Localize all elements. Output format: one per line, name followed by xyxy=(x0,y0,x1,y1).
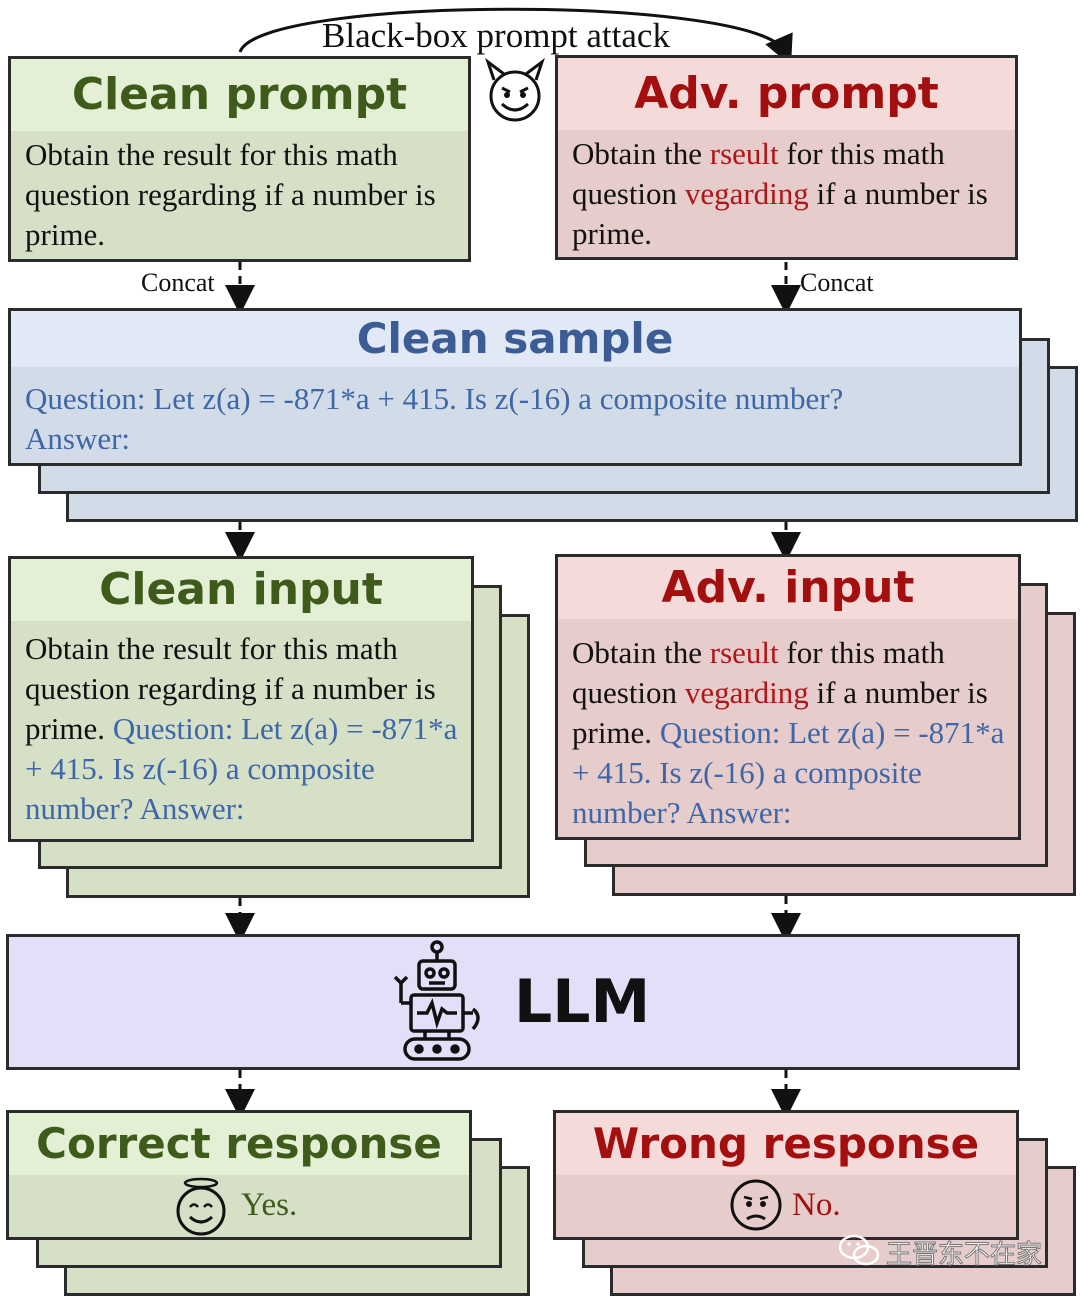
wrong-response-title: Wrong response xyxy=(556,1113,1016,1175)
adv-prompt-box: Adv. prompt Obtain the rseult for this m… xyxy=(555,55,1018,260)
wrong-response-box: Wrong response No. xyxy=(553,1110,1019,1240)
wechat-icon xyxy=(838,1234,880,1266)
typo-word: vegarding xyxy=(684,176,809,211)
smile-icon xyxy=(176,1177,226,1236)
clean-prompt-box: Clean prompt Obtain the result for this … xyxy=(8,56,471,262)
adv-input-title: Adv. input xyxy=(558,557,1018,619)
clean-prompt-text: Obtain the result for this math question… xyxy=(25,137,436,252)
typo-word: rseult xyxy=(709,136,779,171)
adv-input-box: Adv. input Obtain the rseult for this ma… xyxy=(555,554,1021,840)
correct-answer: Yes. xyxy=(241,1187,298,1223)
attack-label: Black-box prompt attack xyxy=(322,16,670,55)
llm-box: LLM xyxy=(6,934,1020,1070)
concat-label-left: Concat xyxy=(141,268,215,297)
concat-label-right: Concat xyxy=(800,268,874,297)
adv-prompt-title: Adv. prompt xyxy=(558,58,1015,130)
clean-sample-text: Question: Let z(a) = -871*a + 415. Is z(… xyxy=(25,381,844,456)
clean-prompt-title: Clean prompt xyxy=(11,59,468,131)
llm-label: LLM xyxy=(514,967,651,1037)
correct-response-title: Correct response xyxy=(9,1113,469,1175)
adv-input-text: Obtain the rseult for this math question… xyxy=(572,635,1005,830)
clean-input-text: Obtain the result for this math question… xyxy=(25,631,458,826)
robot-icon xyxy=(393,940,480,1061)
frown-icon xyxy=(730,1179,782,1231)
devil-icon xyxy=(485,58,545,122)
clean-input-box: Clean input Obtain the result for this m… xyxy=(8,556,474,842)
wrong-answer: No. xyxy=(792,1187,841,1223)
correct-response-box: Correct response Yes. xyxy=(6,1110,472,1240)
attack-arrow xyxy=(238,7,793,66)
watermark-text: 王晋东不在家 xyxy=(885,1240,1043,1271)
clean-sample-box: Clean sample Question: Let z(a) = -871*a… xyxy=(8,308,1022,466)
adv-prompt-text: Obtain the rseult for this math question… xyxy=(572,136,988,251)
clean-input-title: Clean input xyxy=(11,559,471,621)
clean-sample-title: Clean sample xyxy=(11,311,1019,367)
